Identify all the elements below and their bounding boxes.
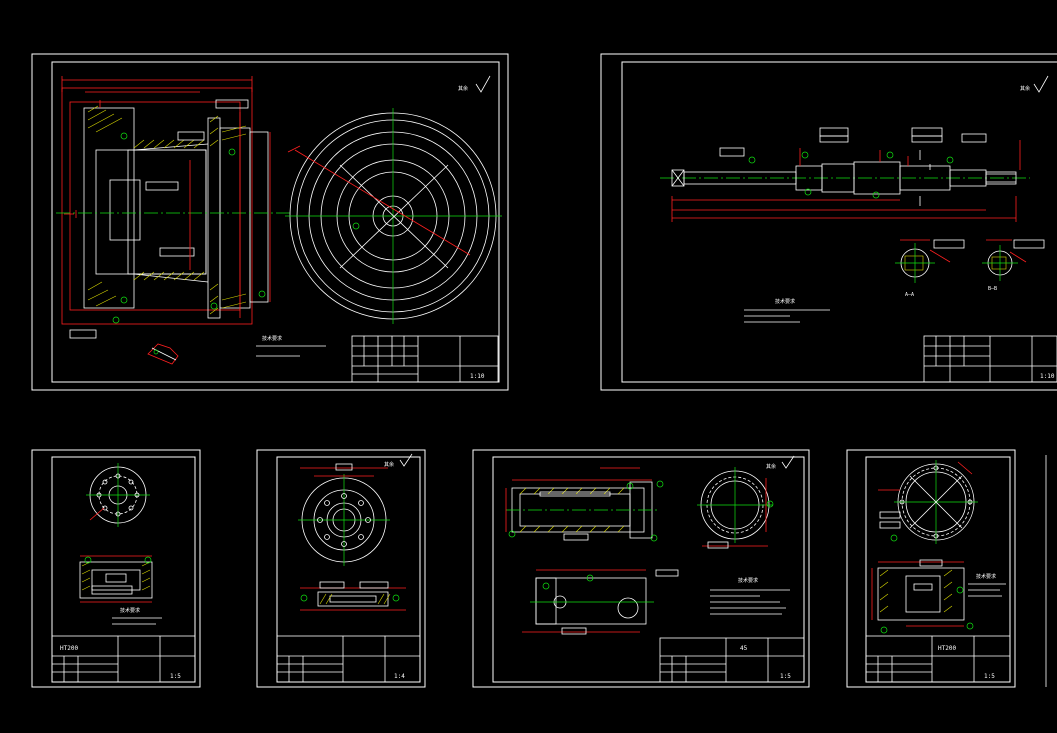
sheet-5-side-view bbox=[522, 569, 679, 635]
sheet-3: 技术要求 HT200 1:5 bbox=[31, 449, 201, 688]
sheet-6-section-view bbox=[871, 559, 974, 634]
sheet-3-title-block: HT200 1:5 bbox=[51, 635, 196, 683]
sheet-3-outer-frame bbox=[31, 449, 201, 688]
sheet-6-scale: 1:5 bbox=[984, 673, 995, 680]
sheet-2-inner-frame bbox=[621, 61, 1057, 383]
sheet-5-roughness-label: 其余 bbox=[766, 463, 776, 470]
sheet-1-title-block: 1:10 bbox=[351, 335, 499, 383]
sheet-6-material: HT200 bbox=[938, 645, 956, 652]
sheet-4-section-view bbox=[300, 581, 406, 611]
sheet-3-scale: 1:5 bbox=[170, 673, 181, 680]
sheet-4-scale: 1:4 bbox=[394, 673, 405, 680]
sheet-2-section-b: B—B bbox=[982, 239, 1045, 292]
sheet-3-front-view bbox=[86, 463, 150, 527]
sheet-2-shaft-view bbox=[660, 127, 1030, 222]
sheet-4-outer-frame bbox=[256, 449, 426, 688]
sheet-5-section-view bbox=[505, 467, 664, 542]
sheet-2-scale: 1:10 bbox=[1040, 373, 1055, 380]
sheet-4-inner-frame bbox=[276, 456, 421, 683]
sheet-1-detail bbox=[147, 343, 179, 365]
sheet-2-section-a: A—A bbox=[895, 239, 965, 298]
sheet-3-section-view bbox=[79, 555, 153, 603]
sheet-6-title-block: HT200 1:5 bbox=[865, 635, 1011, 683]
sheet-6: 技术要求 HT200 1:5 bbox=[846, 449, 1047, 688]
sheet-4-title-block: 1:4 bbox=[276, 635, 421, 683]
sheet-5-outer-frame bbox=[472, 449, 810, 688]
sheet-5-material: 45 bbox=[740, 645, 748, 652]
sheet-5-title-block: 45 1:5 bbox=[659, 637, 805, 683]
sheet-5-inner-frame bbox=[492, 456, 805, 683]
sheet-4-front-view bbox=[298, 463, 390, 566]
sheet-3-material: HT200 bbox=[60, 645, 78, 652]
sheet-2: A—A B—B 技术要求 其余 bbox=[600, 53, 1057, 391]
sheet-6-notes-title: 技术要求 bbox=[976, 573, 996, 580]
sheet-1-inner-frame bbox=[51, 61, 500, 383]
sheet-5-scale: 1:5 bbox=[780, 673, 791, 680]
sheet-5: 技术要求 其余 45 1:5 bbox=[472, 449, 810, 688]
sheet-1-notes-title: 技术要求 bbox=[262, 335, 282, 342]
sheet-2-roughness-label: 其余 bbox=[1020, 85, 1030, 92]
sheet-1-outer-frame bbox=[31, 53, 509, 391]
sheet-5-end-view bbox=[697, 467, 774, 549]
sheet-2-notes-title: 技术要求 bbox=[775, 298, 795, 305]
sheet-2-outer-frame bbox=[600, 53, 1057, 391]
sheet-2-title-block: 1:10 bbox=[923, 335, 1057, 383]
sheet-1-scale: 1:10 bbox=[470, 373, 485, 380]
sheet-1-section-view bbox=[56, 76, 290, 339]
sheet-4: 其余 1:4 bbox=[256, 449, 426, 688]
sheet-3-notes-title: 技术要求 bbox=[120, 607, 140, 614]
sheet-5-notes-title: 技术要求 bbox=[738, 577, 758, 584]
sheet-6-outer-frame bbox=[846, 449, 1016, 688]
sheet-2-section-a-label: A—A bbox=[905, 292, 914, 298]
sheet-2-section-b-label: B—B bbox=[988, 286, 997, 292]
sheet-4-roughness-label: 其余 bbox=[384, 461, 394, 468]
sheet-1-front-view bbox=[285, 108, 502, 324]
sheet-1-roughness-label: 其余 bbox=[458, 85, 468, 92]
sheet-1: 技术要求 其余 1:10 bbox=[31, 53, 509, 391]
sheet-6-front-view bbox=[878, 460, 978, 544]
